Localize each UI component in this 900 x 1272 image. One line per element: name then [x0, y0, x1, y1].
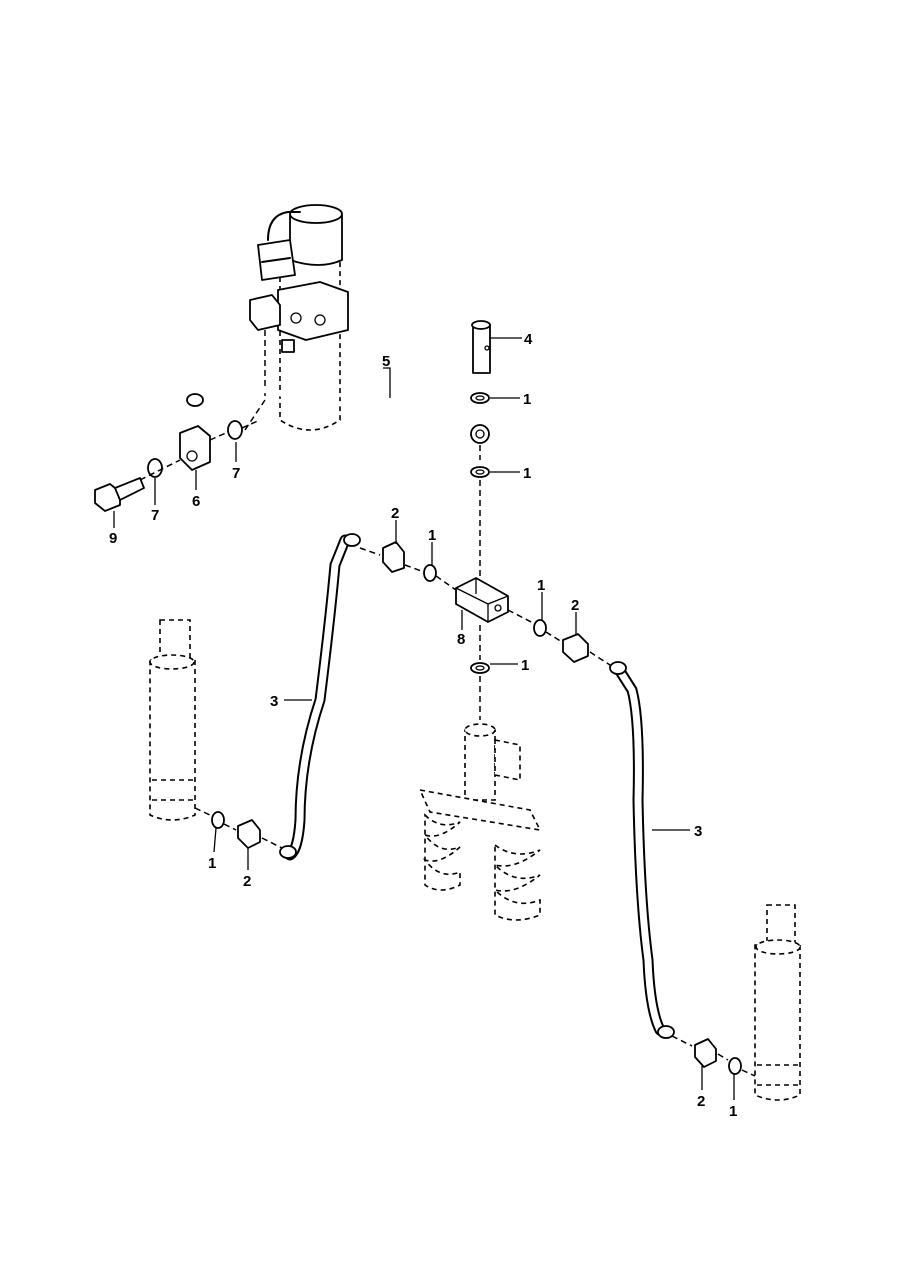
washer-7a	[147, 458, 163, 478]
block-6	[179, 425, 211, 471]
block-8	[455, 577, 509, 623]
leader-lines	[113, 337, 735, 1100]
washer-1-top	[423, 564, 437, 582]
callout-3: 3	[270, 693, 278, 710]
hose-3-left	[279, 533, 361, 861]
callout-8: 8	[457, 631, 465, 648]
washer-1-right-low	[728, 1057, 742, 1075]
callout-1: 1	[521, 657, 529, 674]
cylinder-right	[754, 904, 801, 1101]
callout-2: 2	[391, 505, 399, 522]
callout-1: 1	[208, 855, 216, 872]
callout-1: 1	[537, 577, 545, 594]
fitting-2-left-low	[237, 819, 261, 849]
fitting-2-right-low	[694, 1038, 717, 1068]
bolt-9	[94, 477, 145, 512]
callout-7: 7	[151, 507, 159, 524]
hose-5	[186, 378, 490, 444]
callout-4: 4	[524, 331, 533, 348]
callout-7: 7	[232, 465, 240, 482]
callout-1: 1	[523, 391, 531, 408]
callout-9: 9	[109, 530, 117, 547]
washer-1-left-low	[211, 811, 225, 829]
o-ring	[470, 392, 490, 404]
callout-1: 1	[428, 527, 436, 544]
fitting-2-top	[382, 541, 405, 573]
callout-2: 2	[571, 597, 579, 614]
o-ring	[470, 466, 490, 478]
washer-1-right	[533, 619, 547, 637]
callout-1: 1	[523, 465, 531, 482]
cylinder-left	[149, 619, 196, 821]
washer-7b	[227, 420, 243, 440]
accumulator-assembly	[244, 204, 349, 431]
callout-6: 6	[192, 493, 200, 510]
callout-3: 3	[694, 823, 702, 840]
hose-3-right	[609, 661, 675, 1039]
spring-assembly	[418, 723, 542, 921]
pin-4	[471, 320, 491, 374]
fitting-2-right	[562, 633, 589, 663]
callout-2: 2	[243, 873, 251, 890]
callout-5: 5	[382, 353, 390, 370]
callout-1: 1	[729, 1103, 737, 1120]
callout-2: 2	[697, 1093, 705, 1110]
o-ring-lower	[470, 662, 490, 674]
